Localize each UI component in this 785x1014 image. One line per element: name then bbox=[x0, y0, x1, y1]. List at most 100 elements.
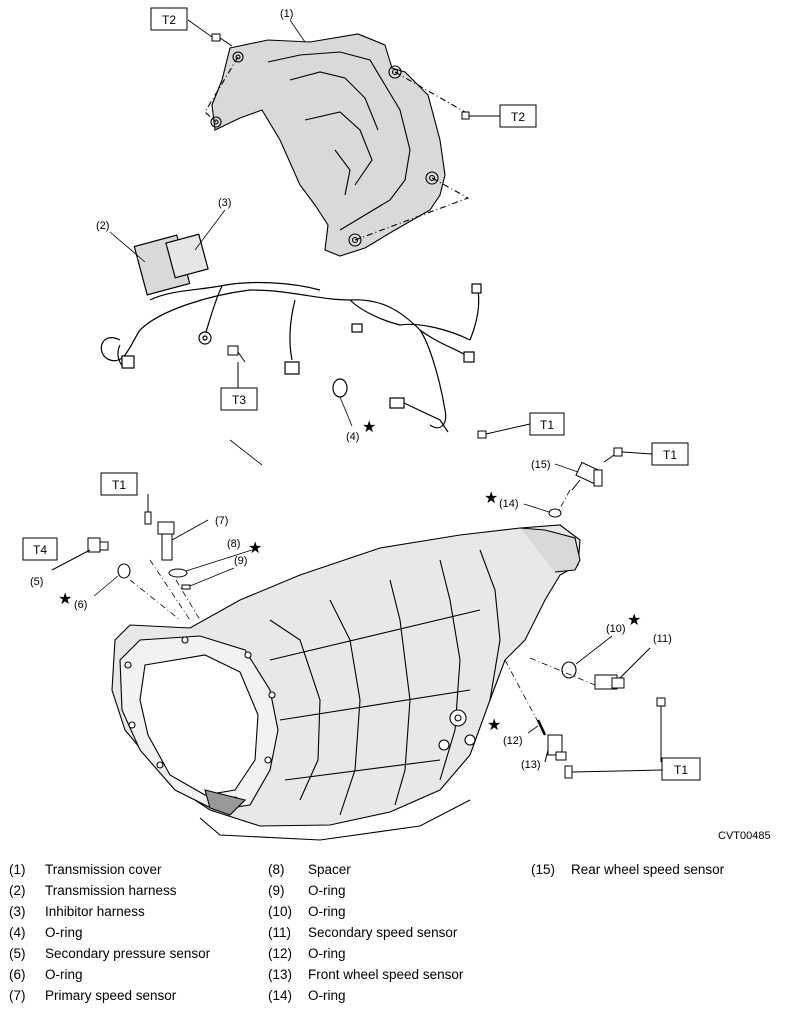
legend-number: (1) bbox=[9, 862, 26, 877]
legend-number: (9) bbox=[268, 883, 285, 898]
legend-item: (12) O-ring bbox=[268, 946, 508, 966]
secondary-pressure-sensor bbox=[51, 537, 109, 571]
legend-number: (3) bbox=[9, 904, 26, 919]
legend-label: O-ring bbox=[45, 925, 83, 940]
o-ring-9 bbox=[181, 584, 191, 590]
legend-number: (10) bbox=[268, 904, 293, 919]
legend-label: Front wheel speed sensor bbox=[308, 967, 464, 982]
callout-11: (11) bbox=[653, 633, 672, 645]
legend-label: Primary speed sensor bbox=[45, 988, 177, 1003]
torque-tag-t2-right: T2 bbox=[499, 104, 537, 128]
o-ring-14 bbox=[548, 508, 562, 518]
legend-item: (11) Secondary speed sensor bbox=[268, 925, 508, 945]
torque-tag-t1-harness: T1 bbox=[529, 412, 565, 436]
star-12: ★ bbox=[487, 717, 501, 734]
legend-item: (15) Rear wheel speed sensor bbox=[531, 862, 771, 882]
torque-tag-t4: T4 bbox=[22, 537, 58, 561]
torque-tag-t1-rear: T1 bbox=[651, 442, 689, 466]
legend-label: Inhibitor harness bbox=[45, 904, 145, 919]
svg-text:T1: T1 bbox=[112, 478, 126, 492]
legend-label: O-ring bbox=[308, 988, 346, 1003]
callout-9: (9) bbox=[234, 555, 247, 567]
svg-text:T1: T1 bbox=[540, 418, 554, 432]
legend-item: (2) Transmission harness bbox=[9, 883, 249, 903]
o-ring-6 bbox=[117, 563, 131, 579]
legend-item: (4) O-ring bbox=[9, 925, 249, 945]
legend-number: (13) bbox=[268, 967, 293, 982]
legend-item: (1) Transmission cover bbox=[9, 862, 249, 882]
svg-text:T2: T2 bbox=[162, 13, 176, 27]
legend-label: Secondary pressure sensor bbox=[45, 946, 211, 961]
legend-item: (6) O-ring bbox=[9, 967, 249, 987]
legend-item: (8) Spacer bbox=[268, 862, 508, 882]
legend-label: O-ring bbox=[308, 946, 346, 961]
legend-number: (15) bbox=[531, 862, 556, 877]
callout-14: (14) bbox=[499, 498, 519, 510]
legend-label: Transmission harness bbox=[45, 883, 177, 898]
legend-item: (5) Secondary pressure sensor bbox=[9, 946, 249, 966]
callout-4: (4) bbox=[346, 431, 359, 443]
legend-number: (14) bbox=[268, 988, 293, 1003]
legend-item: (13) Front wheel speed sensor bbox=[268, 967, 508, 987]
legend-label: Spacer bbox=[308, 862, 351, 877]
transmission-cover bbox=[204, 33, 470, 257]
star-14: ★ bbox=[484, 490, 498, 507]
svg-text:T4: T4 bbox=[33, 543, 47, 557]
star-10: ★ bbox=[627, 612, 641, 629]
star-4: ★ bbox=[362, 419, 376, 436]
primary-speed-sensor bbox=[144, 494, 209, 561]
legend-item: (3) Inhibitor harness bbox=[9, 904, 249, 924]
callout-2: (2) bbox=[96, 220, 109, 232]
o-ring-10 bbox=[561, 661, 577, 679]
callout-5: (5) bbox=[30, 576, 43, 588]
legend-label: O-ring bbox=[308, 883, 346, 898]
legend-number: (8) bbox=[268, 862, 285, 877]
alignment-lines bbox=[129, 489, 596, 736]
star-8: ★ bbox=[248, 540, 262, 557]
legend-label: Secondary speed sensor bbox=[308, 925, 458, 940]
callout-10: (10) bbox=[606, 623, 626, 635]
legend-number: (12) bbox=[268, 946, 293, 961]
svg-text:T3: T3 bbox=[232, 393, 246, 407]
figure-reference-code: CVT00485 bbox=[718, 830, 771, 842]
legend-number: (5) bbox=[9, 946, 26, 961]
callout-7: (7) bbox=[215, 515, 228, 527]
torque-tag-t3: T3 bbox=[220, 387, 258, 411]
bolt-t1-rear bbox=[603, 447, 653, 463]
bolt-t2-top bbox=[211, 33, 233, 47]
callout-8: (8) bbox=[227, 538, 240, 550]
front-wheel-speed-sensor bbox=[544, 734, 663, 779]
callout-1: (1) bbox=[280, 8, 293, 20]
callout-6: (6) bbox=[74, 599, 87, 611]
secondary-speed-sensor bbox=[594, 647, 651, 690]
callout-15: (15) bbox=[531, 459, 551, 471]
legend-label: O-ring bbox=[308, 904, 346, 919]
bolt-t3 bbox=[227, 345, 246, 388]
parts-legend: (1) Transmission cover (2) Transmission … bbox=[0, 862, 785, 1012]
rear-wheel-speed-sensor bbox=[571, 461, 603, 491]
callout-3: (3) bbox=[218, 197, 231, 209]
callout-13: (13) bbox=[521, 759, 541, 771]
legend-number: (11) bbox=[268, 925, 292, 940]
o-ring-4 bbox=[332, 378, 348, 398]
bolt-t2-right bbox=[461, 111, 500, 120]
spacer-8 bbox=[168, 568, 188, 578]
legend-label: Transmission cover bbox=[45, 862, 162, 877]
star-6: ★ bbox=[58, 591, 72, 608]
legend-number: (2) bbox=[9, 883, 26, 898]
svg-text:T2: T2 bbox=[511, 110, 525, 124]
legend-number: (7) bbox=[9, 988, 26, 1003]
legend-item: (9) O-ring bbox=[268, 883, 508, 903]
leader-lines bbox=[109, 19, 579, 473]
torque-tag-t1-lower: T1 bbox=[661, 757, 701, 781]
callout-12: (12) bbox=[503, 735, 523, 747]
torque-tag-t2-top: T2 bbox=[150, 7, 188, 31]
torque-tag-t1-primary: T1 bbox=[100, 472, 138, 496]
legend-label: O-ring bbox=[45, 967, 83, 982]
legend-item: (10) O-ring bbox=[268, 904, 508, 924]
legend-number: (4) bbox=[9, 925, 26, 940]
exploded-view-diagram: T2 T2 T3 T1 T1 T1 T4 T1 (1) (2) (3) (4) … bbox=[22, 7, 701, 841]
transmission-harness bbox=[100, 233, 482, 433]
legend-item: (7) Primary speed sensor bbox=[9, 988, 249, 1008]
legend-item: (14) O-ring bbox=[268, 988, 508, 1008]
